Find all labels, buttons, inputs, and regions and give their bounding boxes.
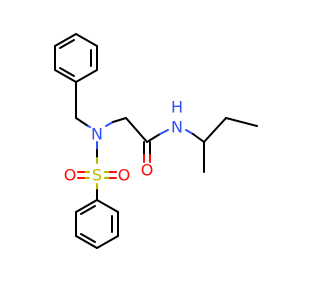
bond (54, 33, 77, 47)
bond-n-ch (185, 129, 194, 135)
bond-ch-ch2 (203, 117, 227, 143)
bond (75, 33, 98, 47)
bond-ch2-n (75, 117, 89, 127)
carbonyl-oxygen-label: O (141, 161, 154, 180)
bond (96, 199, 119, 213)
sulfur-atom-label: S (92, 166, 102, 185)
molecule-drawing: N O N H S O O (54, 33, 258, 249)
bond-c-n-amide (146, 133, 161, 143)
amide-nitrogen-label: N (171, 118, 183, 137)
double-bond-inner (59, 39, 75, 49)
bond-n-ch2 (112, 117, 127, 123)
double-bond-inner (80, 233, 96, 243)
bond (75, 69, 98, 83)
bond-n-ch2 (105, 121, 114, 127)
double-bond-inner (59, 67, 75, 77)
bond (96, 235, 119, 249)
nitrogen-atom-label: N (91, 125, 103, 144)
bond (54, 69, 77, 83)
amide-hydrogen-label: H (171, 98, 183, 117)
bond-ch2-carbonyl (125, 117, 148, 143)
bond (75, 199, 98, 213)
bond-n-ch (192, 133, 205, 143)
bond (75, 235, 98, 249)
bond-ch2-n-colored (87, 125, 91, 128)
benzyl-phenyl-ring (54, 33, 98, 83)
sulfonyl-oxygen-left-label: O (64, 166, 77, 185)
bond-c-n-amide-colored (159, 129, 169, 135)
structure-canvas: N O N H S O O (54, 33, 258, 249)
double-bond-inner (80, 205, 96, 215)
sulfonyl-phenyl-ring (75, 199, 119, 249)
bond-ch2-ch3 (225, 117, 258, 127)
sulfonyl-oxygen-right-label: O (118, 166, 131, 185)
